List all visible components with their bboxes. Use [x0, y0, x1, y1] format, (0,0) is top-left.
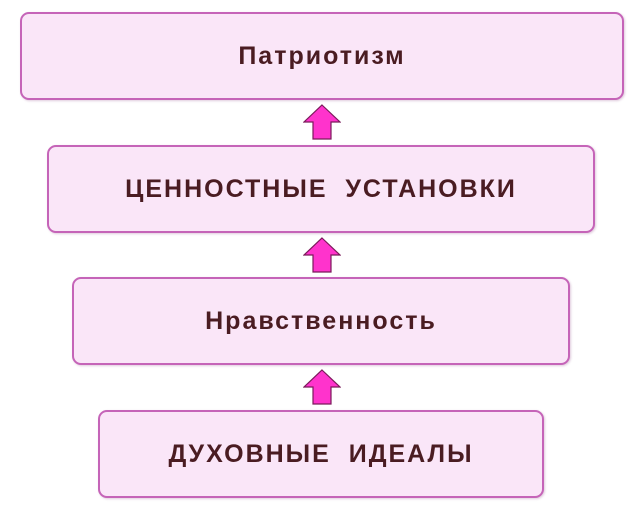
- level-spiritual-ideals: ДУХОВНЫЕ ИДЕАЛЫ: [98, 410, 544, 498]
- arrow-up-icon: [303, 237, 341, 273]
- level-value-attitudes: ЦЕННОСТНЫЕ УСТАНОВКИ: [47, 145, 595, 233]
- level-morality: Нравственность: [72, 277, 570, 365]
- level-patriotism: Патриотизм: [20, 12, 624, 100]
- arrow-up-icon: [303, 369, 341, 405]
- arrow-up-icon: [303, 104, 341, 140]
